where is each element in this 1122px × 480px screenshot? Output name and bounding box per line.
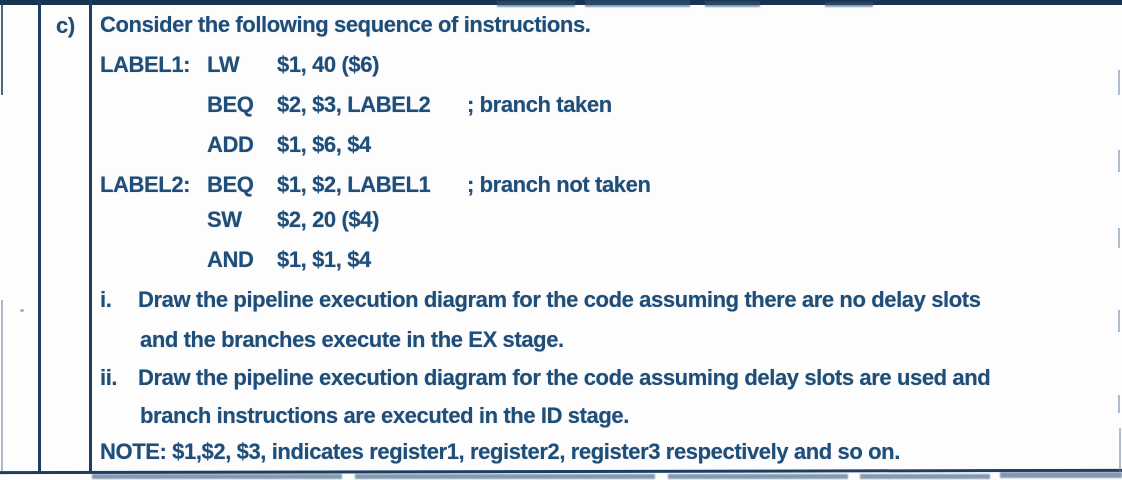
question-part-label: c) (56, 13, 75, 38)
code-operands: $2, 20 ($4) (277, 207, 380, 232)
subquestion-ii-text-line1: Draw the pipeline execution diagram for … (138, 365, 991, 390)
scan-speck (20, 309, 24, 312)
code-opcode: LW (207, 52, 240, 77)
code-line: AND $1, $1, $4 (100, 247, 1110, 277)
table-right-border-fragment (1118, 70, 1120, 95)
code-opcode: ADD (207, 132, 254, 157)
table-right-border-fragment (1119, 428, 1121, 472)
code-line: BEQ $2, $3, LABEL2 ; branch taken (100, 92, 1110, 122)
code-label: LABEL1: (100, 52, 191, 77)
subquestion-ii-number: ii. (100, 365, 118, 390)
table-bottom-border (0, 468, 1122, 474)
table-column-divider-2 (88, 0, 92, 473)
code-operands: $1, 40 ($6) (277, 52, 380, 77)
code-comment: ; branch not taken (467, 172, 651, 197)
code-line: LABEL1: LW $1, 40 ($6) (100, 52, 1110, 82)
code-opcode: AND (207, 247, 254, 272)
register-note: NOTE: $1,$2, $3, indicates register1, re… (100, 439, 900, 464)
code-opcode: SW (207, 207, 242, 232)
scan-smudge (825, 2, 873, 7)
code-line: ADD $1, $6, $4 (100, 132, 1110, 162)
code-operands: $1, $6, $4 (277, 132, 371, 157)
code-opcode: BEQ (207, 92, 254, 117)
table-column-divider-1 (38, 0, 41, 473)
code-line: SW $2, 20 ($4) (100, 207, 1110, 237)
scan-smudge (497, 1, 575, 7)
question-intro: Consider the following sequence of instr… (100, 12, 591, 37)
scan-smudge (668, 474, 848, 479)
code-line: LABEL2: BEQ $1, $2, LABEL1 ; branch not … (100, 172, 1110, 202)
code-operands: $1, $1, $4 (277, 247, 371, 272)
scan-smudge (355, 474, 655, 479)
table-right-border-fragment (1118, 150, 1120, 172)
scan-smudge (1000, 472, 1122, 478)
code-operands: $1, $2, LABEL1 (277, 172, 431, 197)
scan-smudge (92, 474, 342, 479)
code-comment: ; branch taken (467, 92, 612, 117)
table-left-edge-border-bottom (0, 300, 3, 473)
scan-smudge (585, 0, 690, 7)
scan-smudge (860, 474, 990, 479)
code-operands: $2, $3, LABEL2 (277, 92, 431, 117)
table-right-border-fragment (1118, 395, 1120, 413)
scan-smudge (705, 1, 760, 7)
subquestion-i-text-line2: and the branches execute in the EX stage… (140, 327, 564, 352)
code-opcode: BEQ (207, 172, 254, 197)
table-left-edge-border-top (0, 0, 3, 95)
code-label: LABEL2: (100, 172, 191, 197)
subquestion-i-text-line1: Draw the pipeline execution diagram for … (138, 287, 981, 312)
table-right-border-fragment (1118, 228, 1120, 248)
subquestion-ii-text-line2: branch instructions are executed in the … (140, 403, 629, 428)
subquestion-i-number: i. (100, 287, 112, 312)
table-right-border-fragment (1118, 310, 1120, 332)
